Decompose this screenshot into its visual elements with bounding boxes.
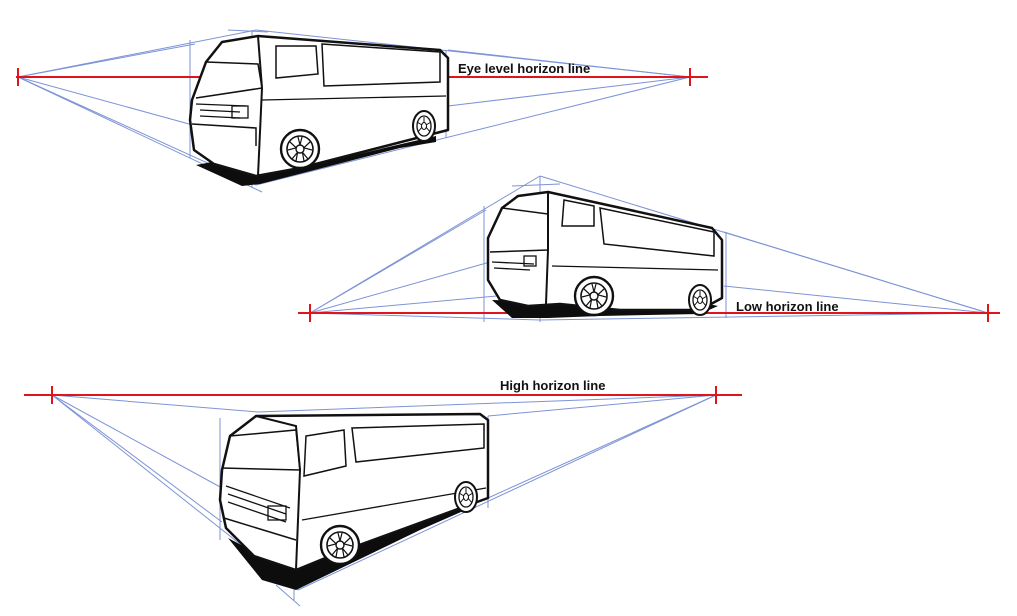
high-horizon-diagram: High horizon line [24, 378, 742, 607]
van-high-horizon [218, 412, 490, 590]
construction-lines [309, 175, 989, 322]
low-horizon-diagram: Low horizon line [298, 175, 1000, 322]
van-eye-level [188, 34, 450, 186]
horizon-line [24, 386, 742, 404]
high-horizon-label: High horizon line [500, 378, 605, 393]
eye-level-label: Eye level horizon line [458, 61, 590, 76]
low-horizon-label: Low horizon line [736, 299, 839, 314]
van-low-horizon [486, 190, 724, 318]
eye-level-diagram: Eye level horizon line [16, 29, 708, 193]
